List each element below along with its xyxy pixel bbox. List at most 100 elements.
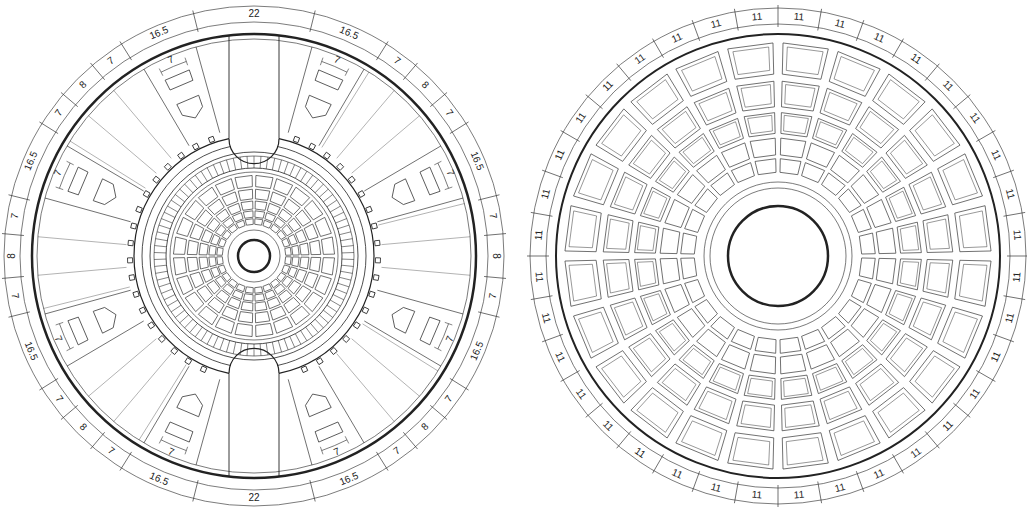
dimension-tick xyxy=(818,482,822,504)
coffer-step xyxy=(878,80,919,119)
dimension-label: 7 xyxy=(53,108,64,118)
colonnade-line xyxy=(315,184,323,193)
colonnade-line xyxy=(323,194,332,201)
dimension-label: 7 xyxy=(392,55,402,66)
coffer xyxy=(694,88,736,125)
coffer xyxy=(677,309,705,338)
coffer xyxy=(695,300,718,324)
column xyxy=(373,275,379,281)
coffer xyxy=(574,154,619,205)
bay-line xyxy=(381,267,470,275)
dimension-tick xyxy=(976,131,995,142)
colonnade-line xyxy=(167,206,177,212)
colonnade-line xyxy=(319,189,328,197)
dimension-tick xyxy=(61,405,78,419)
coffer xyxy=(218,238,226,247)
coffer-step xyxy=(915,115,954,156)
dimension-label: 11 xyxy=(1012,229,1023,240)
colonnade-line xyxy=(190,179,198,188)
dimension-tick xyxy=(778,5,779,27)
bay-line xyxy=(88,116,156,174)
coffer-step xyxy=(824,92,857,120)
dimension-label: 11 xyxy=(633,446,647,460)
bay-wall xyxy=(319,366,364,443)
colonnade-line xyxy=(342,252,354,253)
dimension-label: 11 xyxy=(1012,271,1023,282)
pedestal-symbol xyxy=(305,394,331,417)
dimension-tick xyxy=(430,92,447,106)
colonnade-line xyxy=(190,323,198,332)
bay-line xyxy=(381,237,470,245)
coffer xyxy=(255,312,269,323)
coffer-step xyxy=(845,348,873,374)
coffer xyxy=(282,238,290,247)
coffer xyxy=(859,258,875,279)
colonnade-line xyxy=(156,239,168,241)
coffer xyxy=(813,364,847,394)
coffer xyxy=(657,364,700,405)
coffer xyxy=(565,260,601,306)
dimension-tick xyxy=(1004,212,1026,216)
coffer xyxy=(938,154,983,205)
dimension-tick xyxy=(484,276,506,278)
dimension-tick xyxy=(993,170,1014,178)
coffer-step xyxy=(870,323,896,351)
coffer xyxy=(241,302,253,311)
coffer-step xyxy=(662,111,696,143)
coffer xyxy=(300,243,309,255)
colonnade-line xyxy=(342,259,354,260)
coffer xyxy=(876,228,896,253)
coffer xyxy=(222,192,238,206)
column xyxy=(127,258,132,263)
coffer xyxy=(565,206,601,252)
coffer-step xyxy=(915,356,954,397)
dimension-label: 11 xyxy=(533,271,544,282)
column xyxy=(158,335,165,342)
colonnade-line xyxy=(233,342,235,354)
dimension-tick xyxy=(993,334,1014,342)
column xyxy=(337,163,344,170)
coffer xyxy=(851,309,879,338)
coffer xyxy=(300,257,309,269)
colonnade-line xyxy=(301,331,307,341)
column xyxy=(293,136,299,142)
coffer xyxy=(676,52,727,97)
dimension-tick xyxy=(9,312,30,317)
coffer xyxy=(255,219,263,225)
coffer-step xyxy=(614,302,642,335)
colonnade-line xyxy=(207,168,213,179)
coffer xyxy=(681,258,697,279)
column xyxy=(323,152,330,159)
colonnade-line xyxy=(157,232,169,235)
column xyxy=(309,143,316,150)
coffer xyxy=(859,233,875,254)
dimension-label: 8 xyxy=(7,253,17,259)
coffer xyxy=(780,159,801,175)
coffer xyxy=(831,155,860,183)
colonnade-line xyxy=(327,305,337,312)
dimension-tick xyxy=(953,95,970,109)
coffer-step xyxy=(890,338,922,372)
coffer xyxy=(842,134,877,168)
coffer xyxy=(310,240,321,254)
dimension-circle xyxy=(530,8,1026,504)
bay-line xyxy=(43,287,129,309)
coffer xyxy=(822,317,846,340)
coffer xyxy=(657,107,700,148)
colonnade-line xyxy=(213,336,218,347)
dimension-tick xyxy=(430,405,447,419)
bay-line xyxy=(378,204,464,226)
column xyxy=(353,322,360,329)
column xyxy=(148,322,155,329)
column xyxy=(178,152,185,159)
coffer xyxy=(304,200,323,220)
coffer xyxy=(290,187,310,206)
coffer xyxy=(886,187,916,221)
colonnade-line xyxy=(201,331,207,341)
coffer xyxy=(867,320,901,355)
bay-line xyxy=(38,237,127,245)
coffer xyxy=(897,222,921,253)
column xyxy=(369,291,375,297)
coffer xyxy=(270,306,286,320)
coffer-step xyxy=(699,391,732,419)
